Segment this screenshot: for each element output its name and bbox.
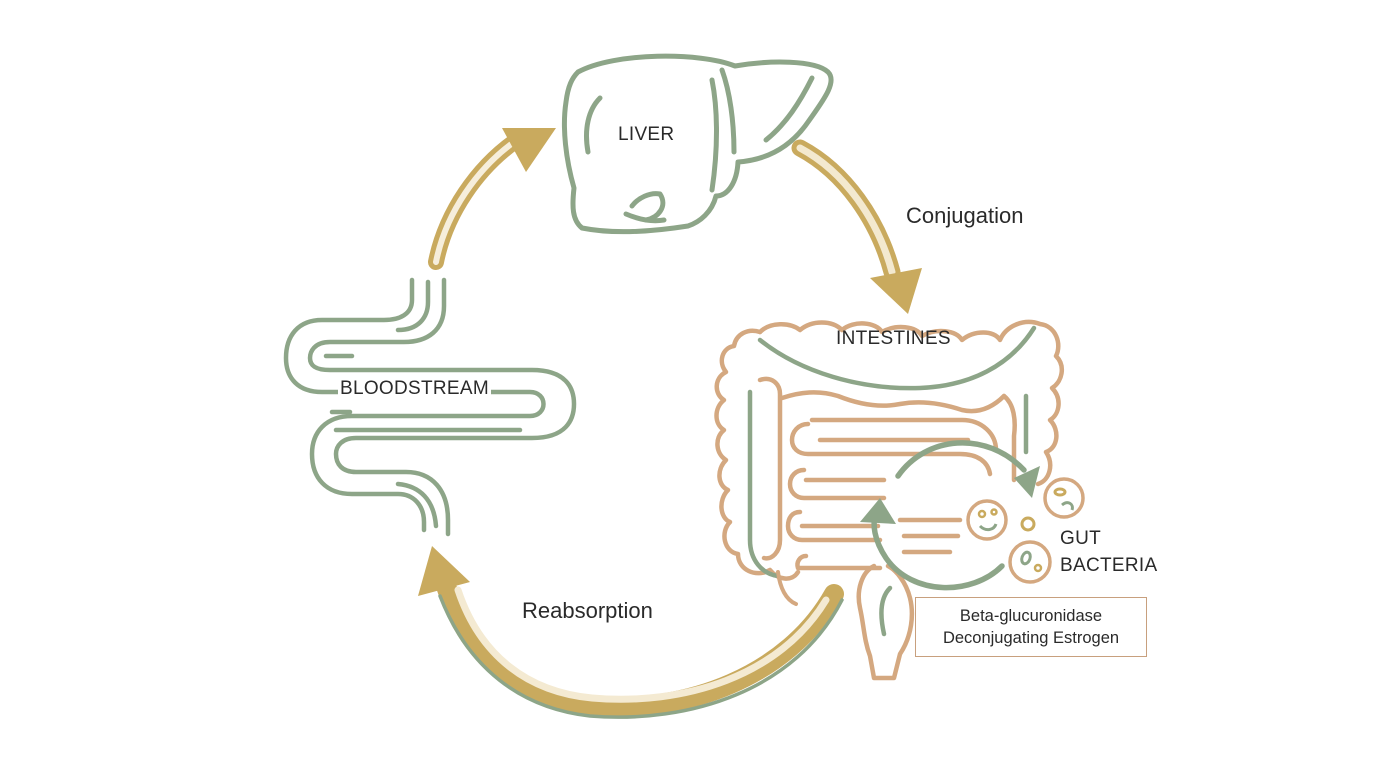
gut-bacteria-label-line2: BACTERIA bbox=[1060, 555, 1158, 576]
bloodstream-label: BLOODSTREAM bbox=[338, 378, 491, 401]
bacterium-2 bbox=[966, 499, 1008, 541]
circulation-arrow-icon bbox=[428, 128, 556, 270]
enzyme-name: Beta-glucuronidase bbox=[959, 606, 1103, 625]
reabsorption-label: Reabsorption bbox=[522, 598, 653, 623]
intestines-label: INTESTINES bbox=[836, 328, 951, 349]
intestines-icon bbox=[714, 319, 1065, 681]
bacterium-dot bbox=[1020, 516, 1036, 532]
deconjugation-cycle-icon bbox=[860, 440, 1040, 591]
bacterium-1 bbox=[1043, 477, 1085, 519]
gut-bacteria-label-line1: GUT bbox=[1060, 528, 1102, 549]
enzyme-action: Deconjugating Estrogen bbox=[942, 629, 1120, 647]
reabsorption-arrow-icon bbox=[418, 546, 844, 719]
conjugation-label: Conjugation bbox=[906, 203, 1024, 228]
conjugation-arrow-icon bbox=[791, 139, 922, 314]
enzyme-callout-box: Beta-glucuronidase Deconjugating Estroge… bbox=[915, 597, 1147, 657]
liver-icon bbox=[561, 53, 834, 235]
bacterium-3 bbox=[1008, 540, 1052, 584]
liver-label: LIVER bbox=[618, 124, 675, 145]
bloodstream-vessel-icon bbox=[283, 277, 577, 537]
bacteria-icon bbox=[966, 477, 1085, 584]
